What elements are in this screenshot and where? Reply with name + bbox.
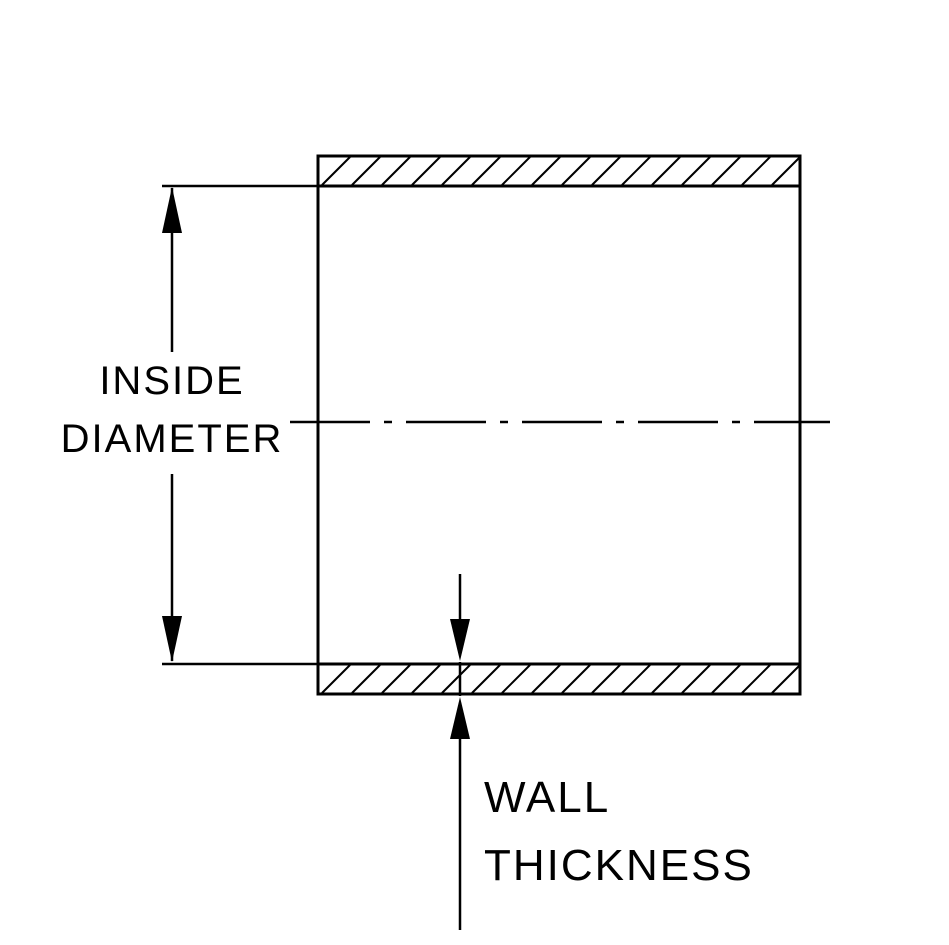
top-wall-hatching <box>321 156 800 186</box>
wall-thickness-label-line1: WALL <box>484 773 610 822</box>
hatch-line <box>441 156 471 186</box>
hatch-line <box>411 156 441 186</box>
hatch-line <box>771 665 800 694</box>
hatch-line <box>381 156 411 186</box>
hatch-line <box>411 664 441 694</box>
hatch-line <box>561 664 591 694</box>
hatch-line <box>501 156 531 186</box>
hatch-line <box>471 156 501 186</box>
hatch-line <box>351 664 381 694</box>
wall-thickness-up-arrowhead <box>450 697 470 739</box>
inside-diameter-down-arrowhead <box>162 616 182 662</box>
hatch-line <box>321 156 351 186</box>
stroke-group <box>162 154 830 930</box>
wall-thickness-label-line2: THICKNESS <box>484 841 754 890</box>
hatch-line <box>531 156 561 186</box>
hatch-line <box>351 156 381 186</box>
hatch-line <box>741 664 771 694</box>
fill-group: INSIDE DIAMETER WALL THICKNESS <box>61 187 754 890</box>
wall-thickness-down-arrowhead <box>450 619 470 661</box>
hatch-line <box>321 664 351 694</box>
hatch-line <box>471 664 501 694</box>
hatch-line <box>591 664 621 694</box>
hatch-line <box>771 157 800 186</box>
hatch-line <box>381 664 411 694</box>
hatch-line <box>591 156 621 186</box>
inside-diameter-up-arrowhead <box>162 187 182 233</box>
inside-diameter-label-line1: INSIDE <box>99 359 244 403</box>
tube-body-outline <box>316 154 802 696</box>
hatch-line <box>681 664 711 694</box>
hatch-line <box>621 664 651 694</box>
hatch-line <box>531 664 561 694</box>
inside-diameter-label-line2: DIAMETER <box>61 417 284 461</box>
hatch-line <box>501 664 531 694</box>
bottom-wall-hatching <box>321 664 800 694</box>
hatch-line <box>741 156 771 186</box>
hatch-line <box>711 664 741 694</box>
hatch-line <box>621 156 651 186</box>
hatch-line <box>441 664 471 694</box>
hatch-line <box>681 156 711 186</box>
hatch-line <box>711 156 741 186</box>
hatch-line <box>651 156 681 186</box>
hatch-line <box>651 664 681 694</box>
hatch-line <box>561 156 591 186</box>
